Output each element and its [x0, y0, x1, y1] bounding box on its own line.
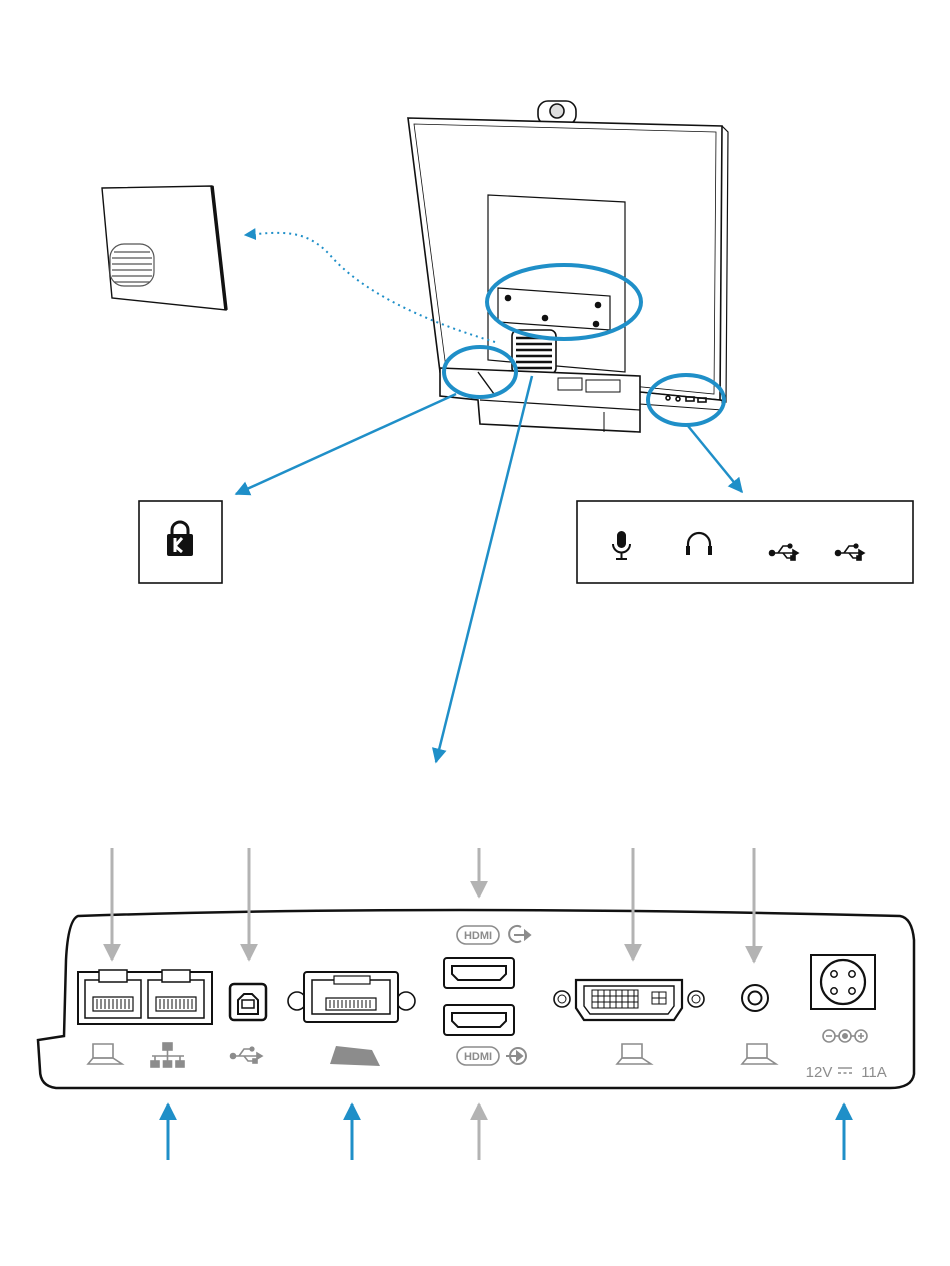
hdmi-in-text: HDMI — [464, 1051, 492, 1063]
rear-connector-panel: HDMI HDMI — [38, 848, 914, 1160]
dc-power-port — [811, 955, 875, 1009]
ethernet-ports — [78, 970, 212, 1024]
lock-panel — [139, 501, 222, 583]
stand-base — [440, 368, 640, 432]
usb-b-port — [230, 984, 266, 1020]
hdmi-out-text: HDMI — [464, 930, 492, 942]
arrow-to-rear-panel — [436, 376, 532, 762]
side-ports-panel — [577, 501, 913, 583]
arrow-to-side-ports-panel — [688, 426, 742, 492]
touch-panel-port — [288, 972, 415, 1022]
power-rating-voltage: 12V — [806, 1064, 833, 1081]
removed-cover-panel — [102, 186, 226, 310]
power-rating-current: 11A — [861, 1064, 887, 1081]
audio-in-jack — [742, 985, 768, 1011]
hdmi-in-port — [444, 1005, 514, 1035]
bottom-arrows — [168, 1104, 844, 1160]
arrow-to-lock-panel — [236, 394, 456, 494]
hdmi-out-port — [444, 958, 514, 988]
monitor-back — [408, 118, 722, 400]
